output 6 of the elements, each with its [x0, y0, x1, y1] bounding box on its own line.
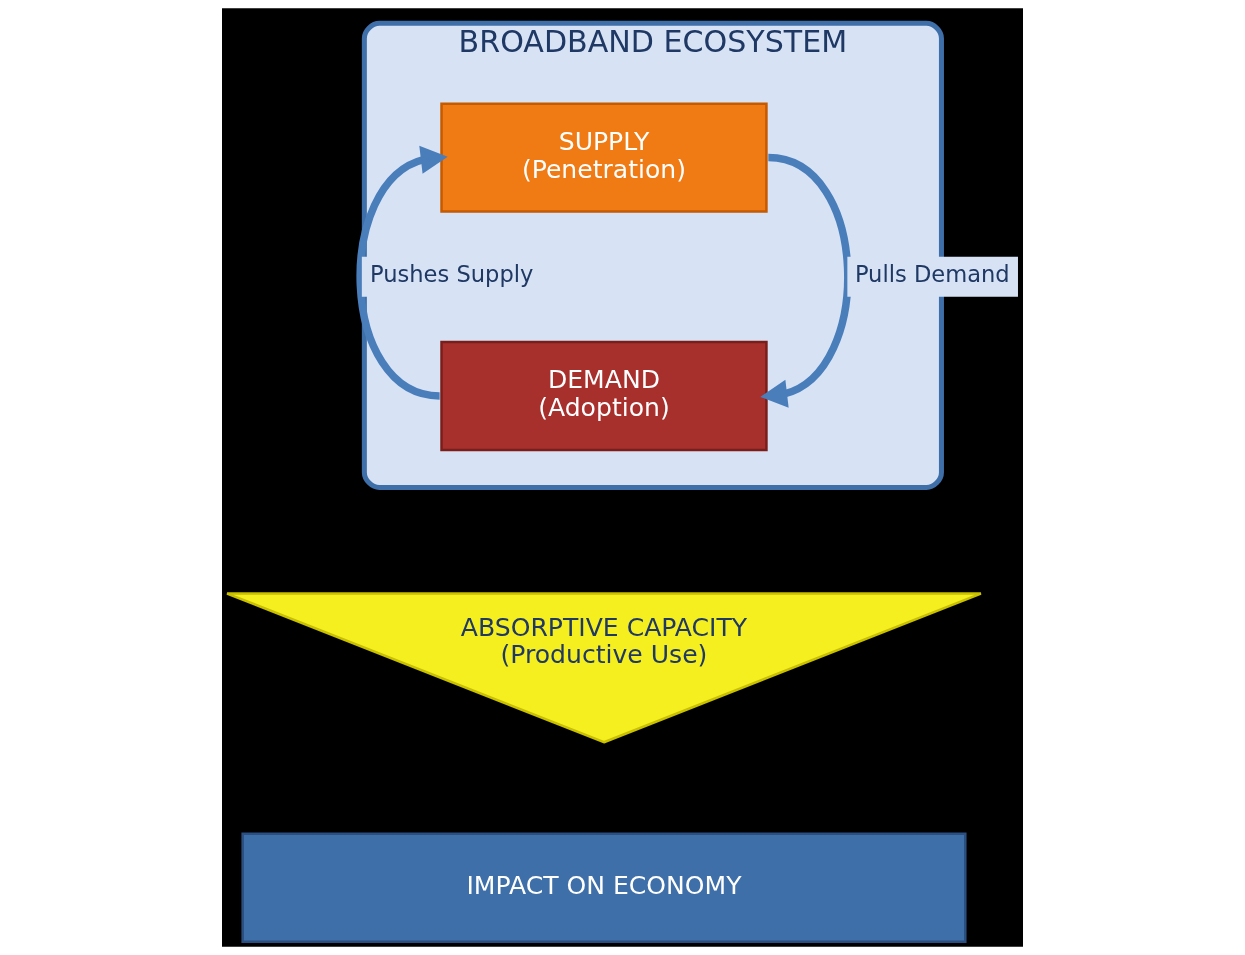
edge-label: Pushes Supply [370, 261, 534, 288]
node-box: IMPACT ON ECONOMY [241, 832, 967, 943]
node-box: SUPPLY (Penetration) [440, 102, 768, 213]
arrow [356, 145, 448, 400]
node-box: DEMAND (Adoption) [440, 340, 768, 452]
arrow [760, 153, 852, 408]
